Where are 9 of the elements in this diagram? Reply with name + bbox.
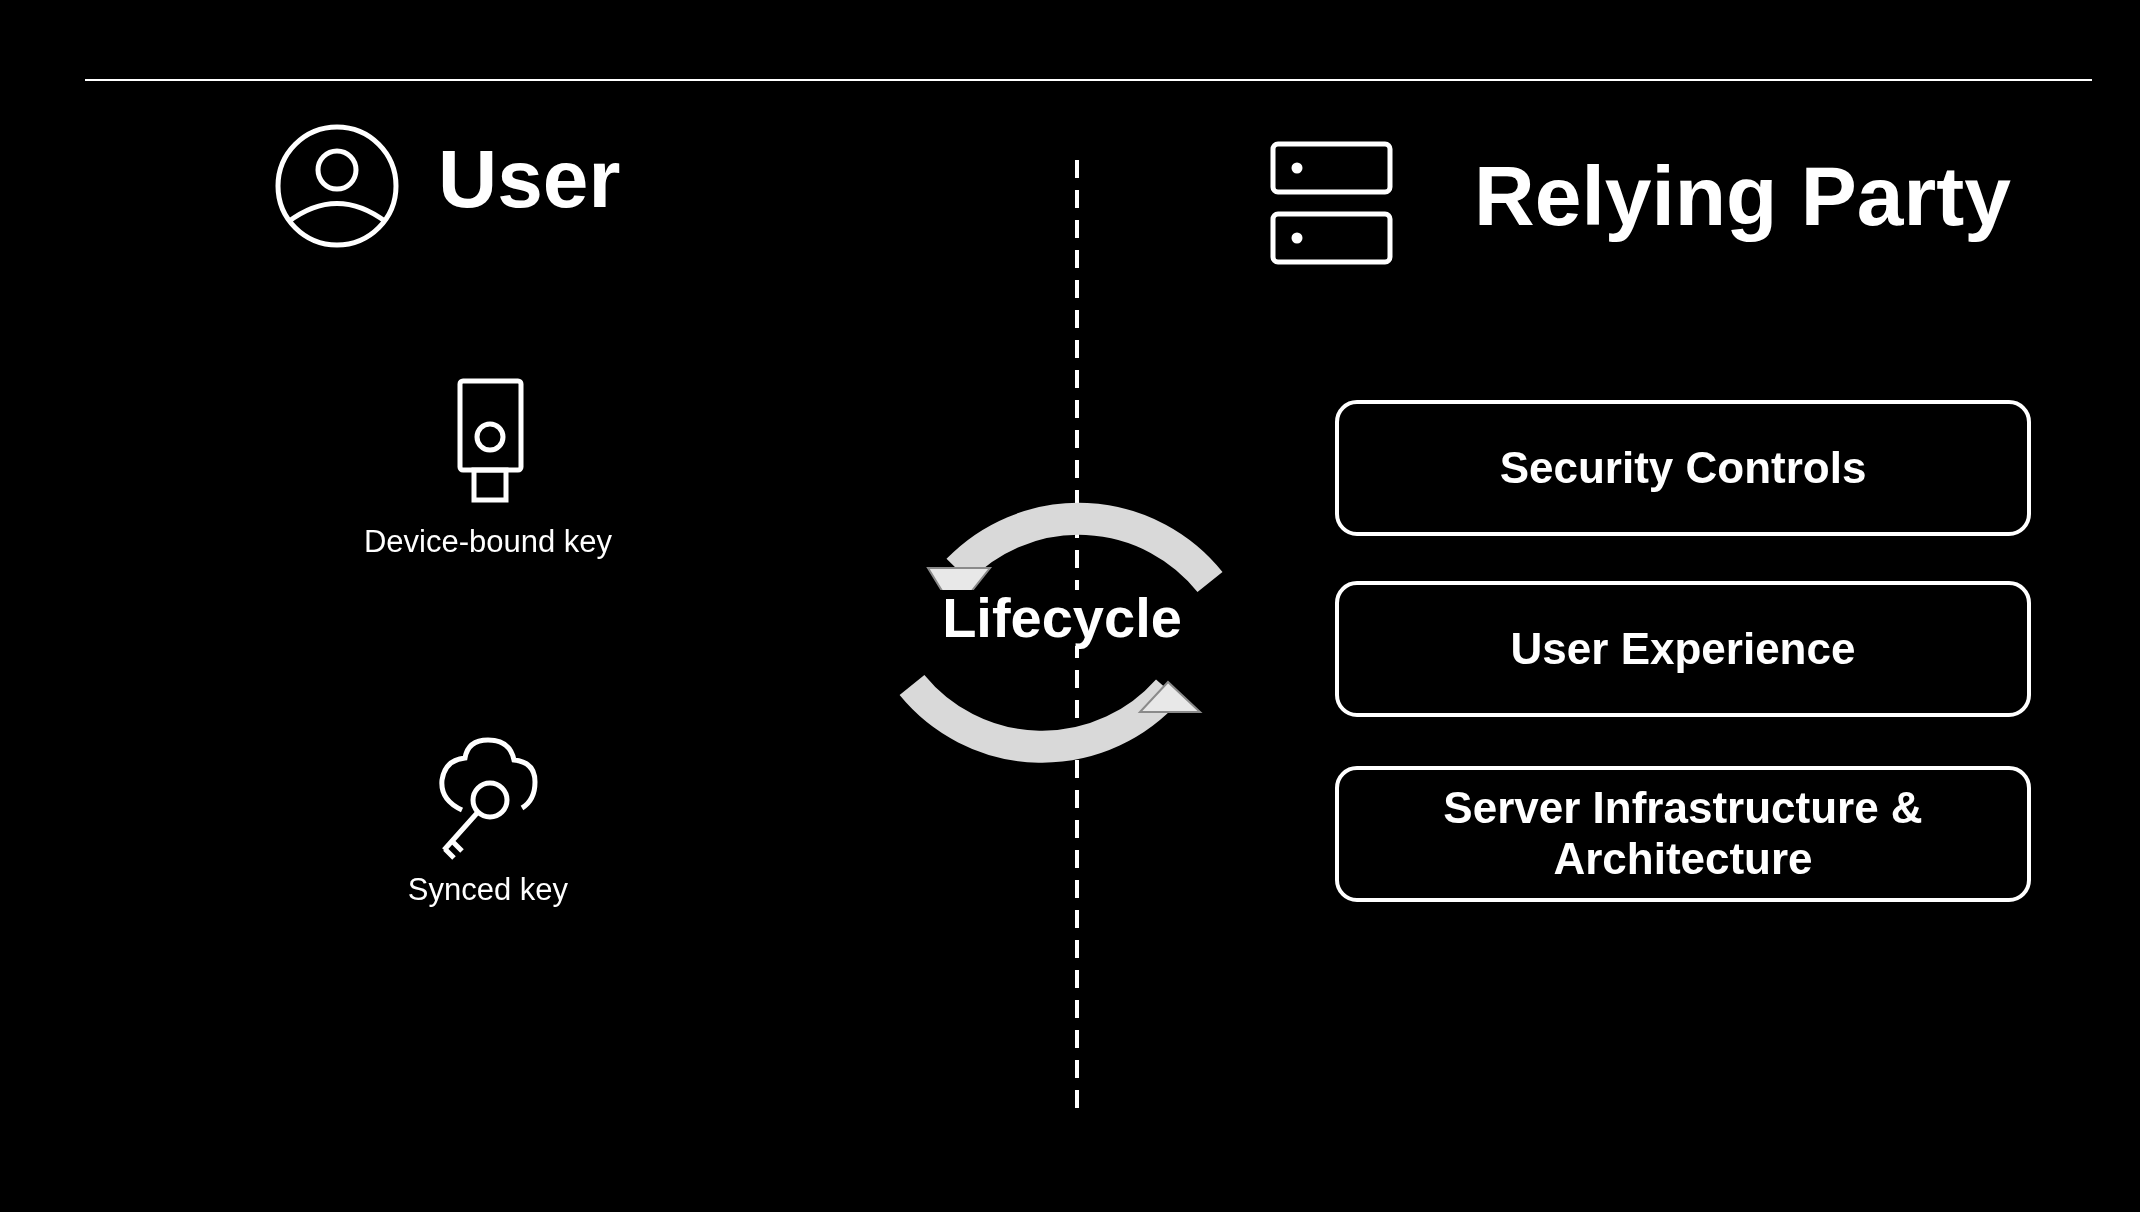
icon-caption: Device-bound key — [362, 526, 614, 557]
box-label: Security Controls — [1499, 442, 1867, 494]
icon-caption: Synced key — [406, 874, 570, 905]
category-box — [1335, 400, 2031, 536]
box-label: Server Infrastructure & Architecture — [1442, 783, 1924, 885]
box-label: User Experience — [1510, 623, 1856, 675]
category-box — [1335, 766, 2031, 902]
heading: User — [438, 138, 621, 220]
category-box — [1335, 581, 2031, 717]
